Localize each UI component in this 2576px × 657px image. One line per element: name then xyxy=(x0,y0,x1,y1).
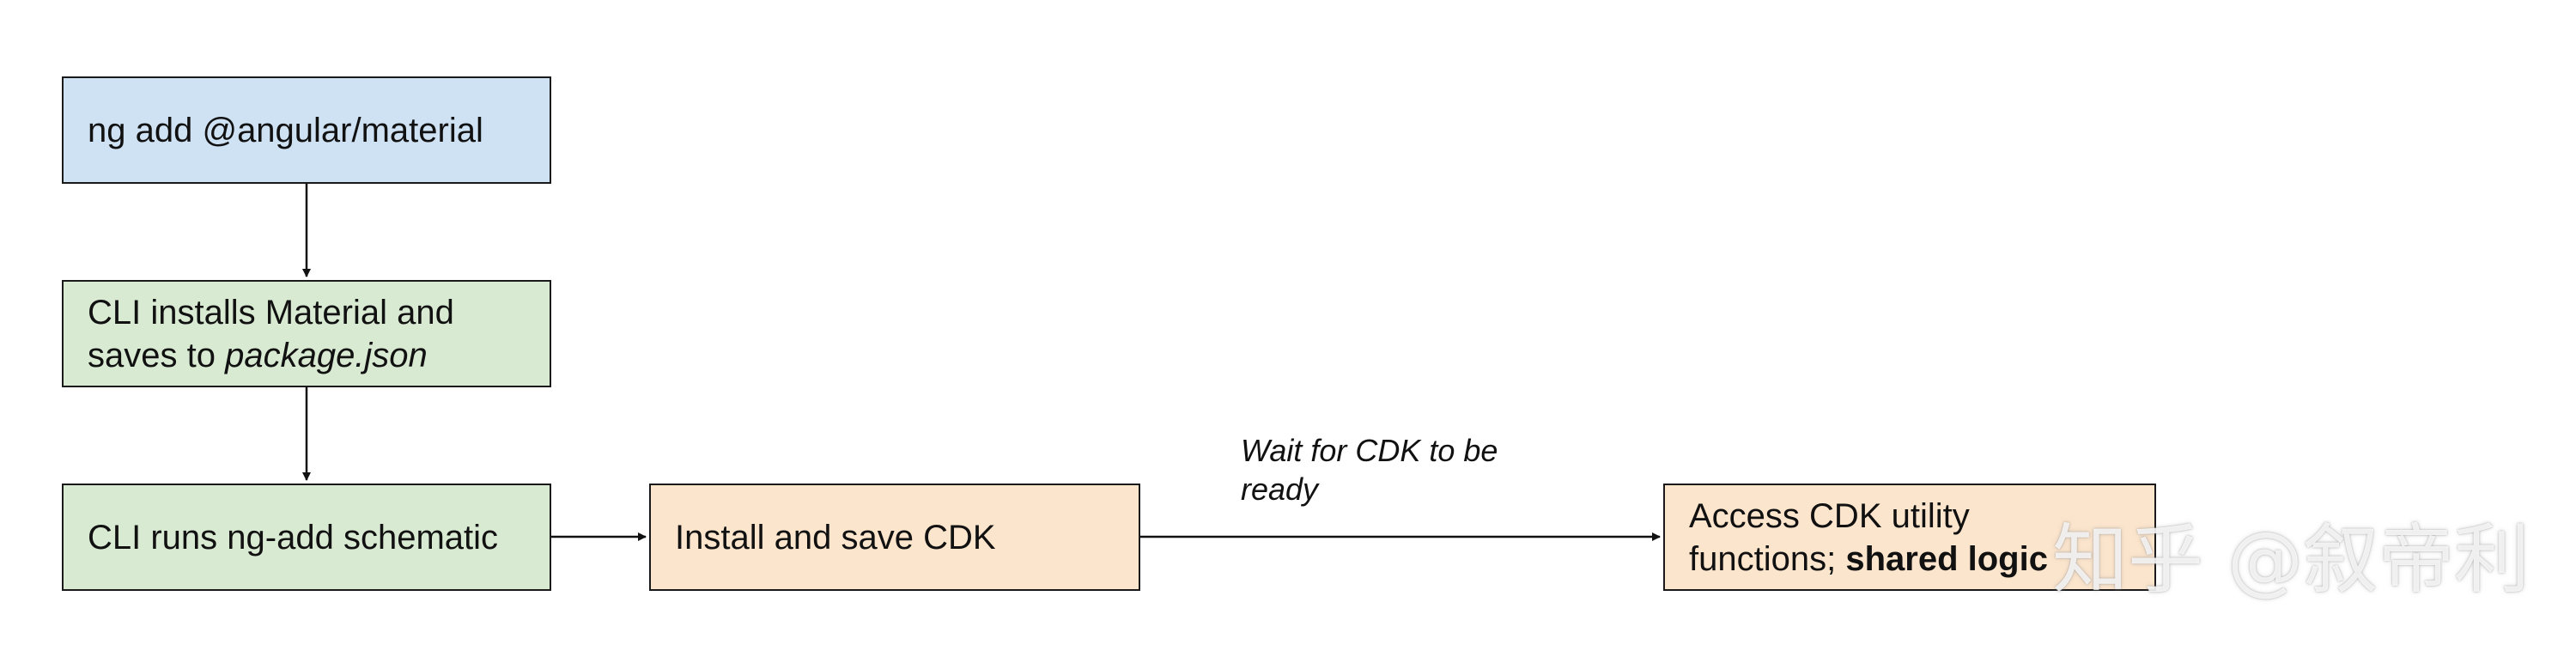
ng-add-box: ng add @angular/material xyxy=(62,76,551,184)
zhihu-watermark: 知乎 @叙帝利 xyxy=(2052,515,2530,604)
access-cdk-line2-prefix: functions; xyxy=(1689,539,1846,578)
cli-installs-line1: CLI installs Material and xyxy=(88,293,454,332)
install-cdk-box: Install and save CDK xyxy=(649,484,1140,591)
package-json-text: package.json xyxy=(225,336,428,374)
cli-runs-box: CLI runs ng-add schematic xyxy=(62,484,551,591)
shared-logic-text: shared logic xyxy=(1845,539,2048,578)
cli-installs-line2-prefix: saves to xyxy=(88,336,226,374)
wait-label-line2: ready xyxy=(1241,471,1319,507)
install-cdk-text: Install and save CDK xyxy=(675,518,996,557)
access-cdk-text: Access CDK utility functions; shared log… xyxy=(1689,495,2048,581)
cli-installs-box: CLI installs Material and saves to packa… xyxy=(62,280,551,387)
cli-runs-text: CLI runs ng-add schematic xyxy=(88,518,499,557)
access-cdk-line1: Access CDK utility xyxy=(1689,496,1970,535)
wait-for-cdk-label: Wait for CDK to be ready xyxy=(1241,431,1567,508)
ng-add-text: ng add @angular/material xyxy=(88,111,483,149)
wait-label-line1: Wait for CDK to be xyxy=(1241,433,1498,468)
access-cdk-box: Access CDK utility functions; shared log… xyxy=(1663,484,2156,591)
cli-installs-text: CLI installs Material and saves to packa… xyxy=(88,291,454,377)
